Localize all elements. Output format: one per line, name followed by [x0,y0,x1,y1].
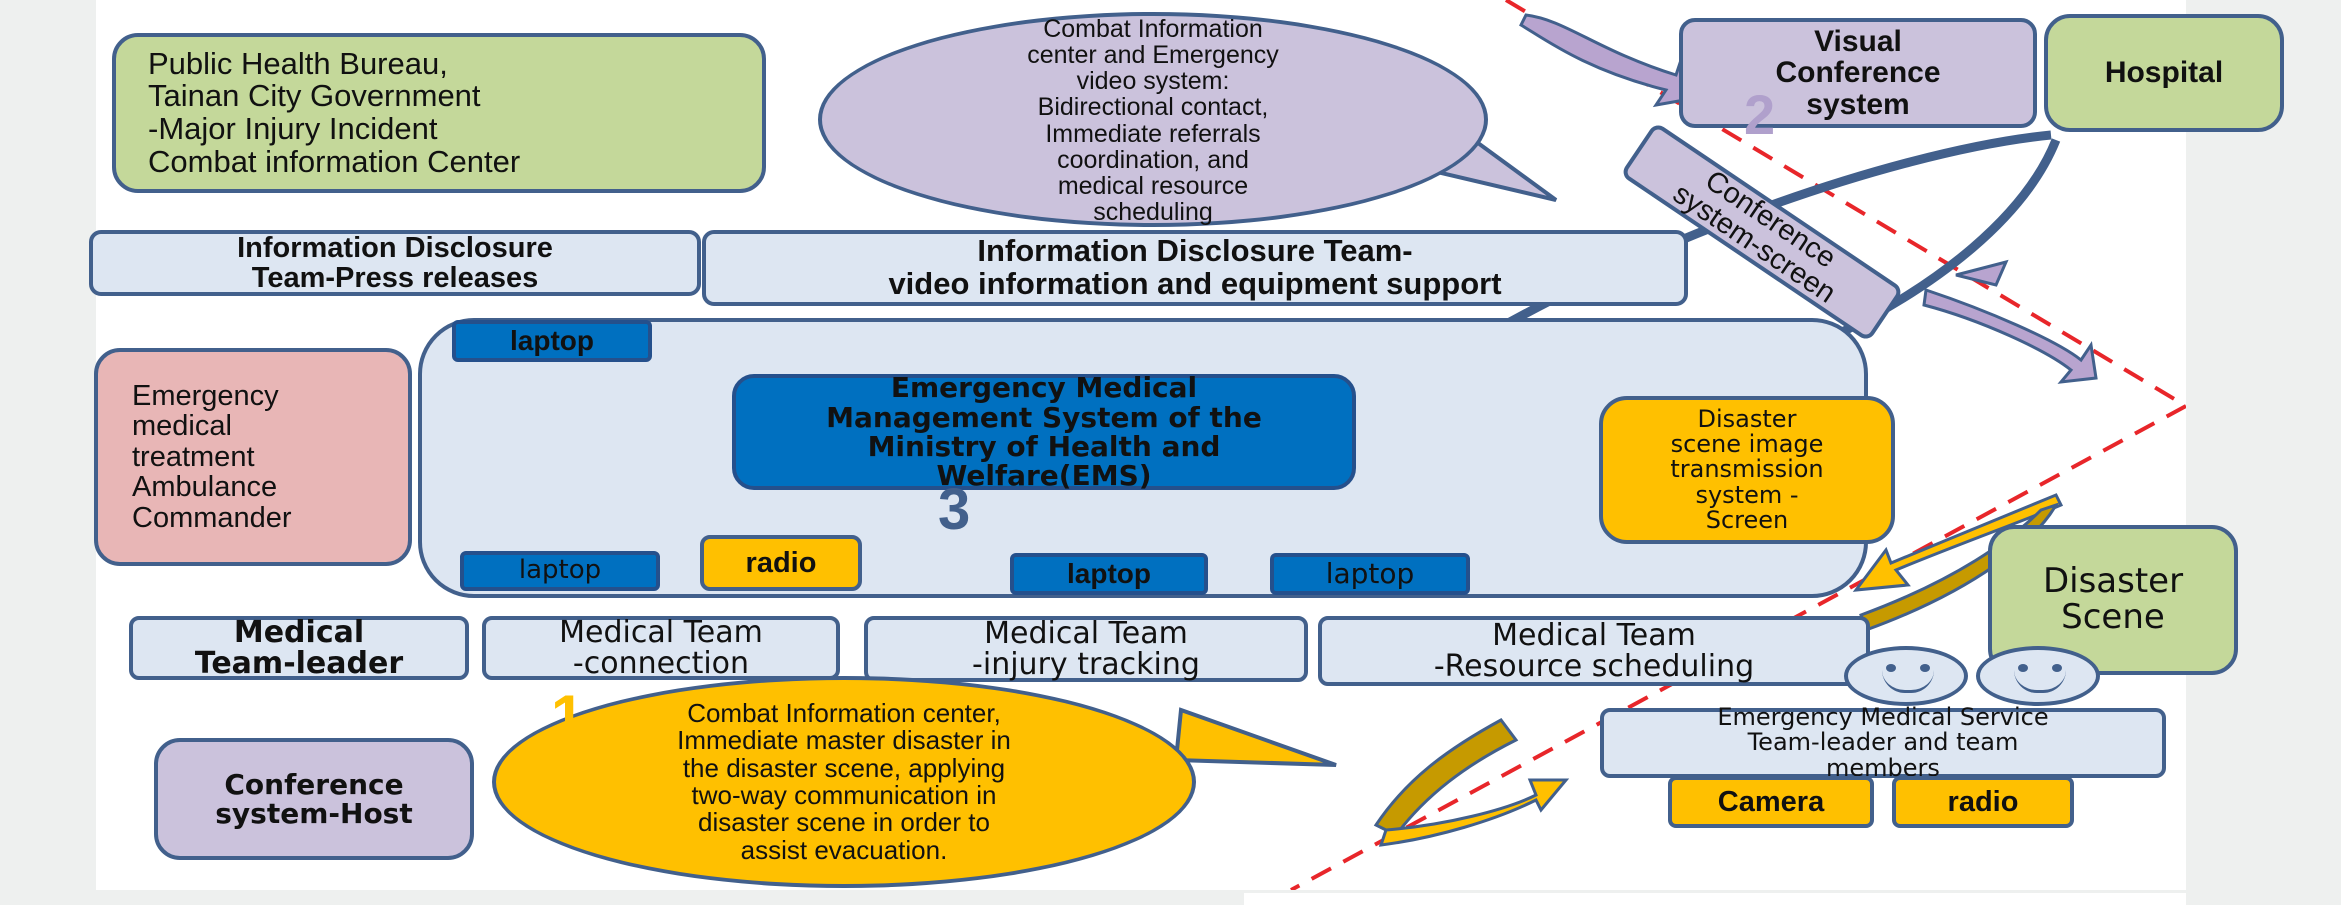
radio-bottom-label: radio [1947,785,2019,818]
radio-mid-box: radio [700,535,862,591]
laptop-bottom-left-box: laptop [460,551,660,591]
disaster-image-label: Disaster scene image transmission system… [1670,405,1824,534]
info-video-box: Information Disclosure Team- video infor… [702,230,1688,306]
team-connection-box: Medical Team -connection [482,616,840,680]
purple-arrow-screen [1922,288,2098,384]
purple-arrow-screen-head [1955,259,2009,287]
camera-box: Camera [1668,776,1874,828]
info-video-label: Information Disclosure Team- video infor… [888,233,1502,301]
disaster-scene-label: Disaster Scene [2042,561,2184,637]
team-resource-label: Medical Team -Resource scheduling [1433,617,1755,684]
red-dashed-boundary [1290,0,2186,890]
step-number-3: 3 [938,477,971,542]
laptop-top-box: laptop [452,320,652,362]
conference-host-label: Conference system-Host [215,767,413,830]
visual-conference-label: Visual Conference system [1775,24,1941,121]
team-tracking-box: Medical Team -injury tracking [864,616,1308,682]
ems-system-label: Emergency Medical Management System of t… [826,371,1262,493]
step-number-1: 1 [551,683,585,750]
purple-arrow-visual-conf [1519,13,1699,108]
radio-mid-label: radio [745,546,817,579]
disaster-image-box: Disaster scene image transmission system… [1599,396,1895,544]
team-tracking-label: Medical Team -injury tracking [972,615,1200,682]
disaster-scene-box: Disaster Scene [1988,525,2238,675]
team-leader-label: Medical Team-leader [194,614,404,681]
diagram-canvas: Public Health Bureau, Tainan City Govern… [89,0,2284,890]
bottom-combat-bubble: Combat Information center, Immediate mas… [492,676,1196,888]
public-health-bureau-label: Public Health Bureau, Tainan City Govern… [148,45,521,179]
ems-system-box: Emergency Medical Management System of t… [732,371,1356,493]
info-press-label: Information Disclosure Team-Press releas… [237,231,553,294]
top-combat-bubble: Combat Information center and Emergency … [818,12,1488,227]
radio-bottom-box: radio [1892,776,2074,828]
hospital-box: Hospital [2044,14,2284,132]
laptop-right-box: laptop [1270,553,1470,595]
step-number-2: 2 [1744,83,1776,146]
ambulance-commander-label: Emergency medical treatment Ambulance Co… [132,379,292,534]
laptop-top-label: laptop [510,325,594,357]
team-leader-box: Medical Team-leader [129,616,469,680]
team-resource-box: Medical Team -Resource scheduling [1318,616,1870,686]
camera-label: Camera [1717,785,1825,818]
ems-team-box: Emergency Medical Service Team-leader an… [1600,703,2166,782]
ambulance-commander-box: Emergency medical treatment Ambulance Co… [94,348,412,566]
gold-arrow-bottom-lower [1378,778,1570,847]
bottom-combat-bubble-label: Combat Information center, Immediate mas… [677,698,1011,865]
laptop-mid-box: laptop [1010,553,1208,595]
team-connection-label: Medical Team -connection [559,614,763,681]
ems-team-label: Emergency Medical Service Team-leader an… [1717,703,2049,782]
laptop-right-label: laptop [1325,557,1415,591]
visual-conference-box: Visual Conference system [1679,18,2037,128]
bottom-bubble-tail [1173,707,1337,767]
laptop-bottom-left-label: laptop [518,555,602,586]
top-combat-bubble-label: Combat Information center and Emergency … [1027,14,1279,227]
hospital-label: Hospital [2104,56,2224,90]
team-member-smiley-left [1844,646,1968,706]
public-health-bureau-box: Public Health Bureau, Tainan City Govern… [112,33,766,193]
laptop-mid-label: laptop [1067,558,1151,590]
info-press-box: Information Disclosure Team-Press releas… [89,230,701,296]
team-member-smiley-right [1976,646,2100,706]
conference-host-box: Conference system-Host [154,738,474,860]
bottom-strip [1244,893,2186,905]
